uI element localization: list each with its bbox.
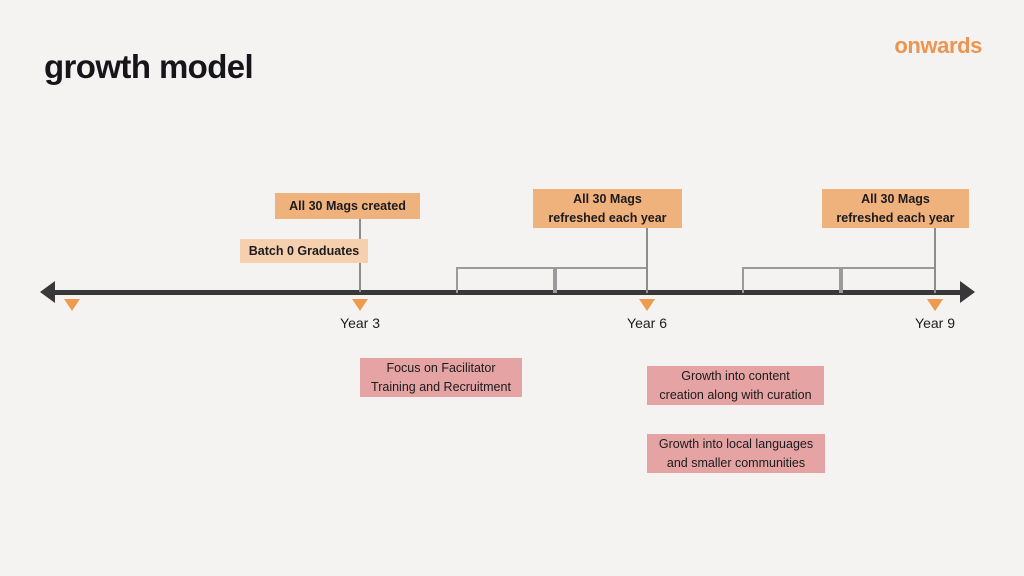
callout-line-2: refreshed each year [836, 210, 955, 225]
year-marker-6[interactable]: Year 6 [627, 299, 667, 331]
bracket-year7 [742, 267, 841, 293]
year-triangle-icon [639, 299, 655, 311]
callout-content-creation[interactable]: Growth into content creation along with … [647, 366, 824, 405]
callout-line-1: Growth into local languages [658, 437, 814, 452]
callout-all-30-mags-created[interactable]: All 30 Mags created [275, 193, 420, 219]
callout-batch-0-graduates[interactable]: Batch 0 Graduates [240, 239, 368, 263]
callout-facilitator-training[interactable]: Focus on Facilitator Training and Recrui… [360, 358, 522, 397]
callout-line-1: All 30 Mags [573, 192, 642, 207]
callout-line-1: Focus on Facilitator [386, 361, 496, 376]
callout-text: All 30 Mags created [289, 198, 406, 213]
bracket-year8 [841, 267, 936, 293]
callout-local-languages[interactable]: Growth into local languages and smaller … [647, 434, 825, 473]
year-marker-3[interactable]: Year 3 [340, 299, 380, 331]
page-title: growth model [44, 48, 254, 85]
bracket-year4 [456, 267, 555, 293]
left-arrowhead-icon [40, 281, 55, 303]
stem-year9 [934, 228, 936, 292]
stem-year6 [646, 228, 648, 292]
callout-text: Batch 0 Graduates [248, 243, 360, 258]
callout-line-2: Training and Recruitment [371, 379, 511, 394]
callout-line-2: and smaller communities [666, 455, 806, 470]
callout-line-1: All 30 Mags [861, 192, 930, 207]
callout-line-2: refreshed each year [548, 210, 667, 225]
year-label-9: Year 9 [915, 315, 955, 331]
year-triangle-icon [352, 299, 368, 311]
bracket-year5 [555, 267, 648, 293]
callout-line-1: Growth into content [681, 369, 790, 384]
callout-mags-refreshed-year6[interactable]: All 30 Mags refreshed each year [533, 189, 682, 228]
year-marker-9[interactable]: Year 9 [915, 299, 955, 331]
callout-mags-refreshed-year9[interactable]: All 30 Mags refreshed each year [822, 189, 969, 228]
callout-line-2: creation along with curation [659, 387, 812, 402]
start-marker-icon [64, 299, 80, 311]
year-label-6: Year 6 [627, 315, 667, 331]
year-label-3: Year 3 [340, 315, 380, 331]
brand-logo: onwards [894, 33, 982, 58]
timeline-axis-line [52, 290, 964, 295]
right-arrowhead-icon [960, 281, 975, 303]
year-triangle-icon [927, 299, 943, 311]
